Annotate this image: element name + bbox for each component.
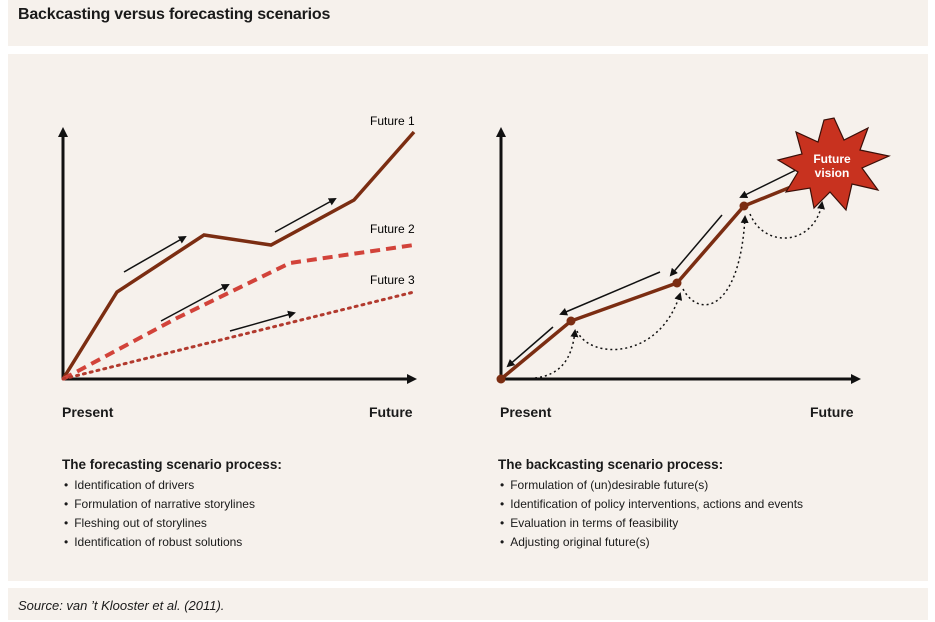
forecasting-process-title: The forecasting scenario process: [62,457,282,472]
backcasting-step: Formulation of (un)desirable future(s) [498,476,803,495]
future-2-line [62,243,415,381]
future-3-line [61,290,416,381]
forecasting-step: Formulation of narrative storylines [62,495,282,514]
forecast-future-label: Future [369,404,413,420]
feasibility-loop-2 [576,292,683,351]
backcasting-diagram: Future vision [496,117,891,384]
forecasting-step: Fleshing out of storylines [62,514,282,533]
forecast-trend-arrow-4 [229,310,296,332]
backcasting-step: Evaluation in terms of feasibility [498,514,803,533]
backcast-path-line [499,174,819,381]
backcast-present-label: Present [500,404,552,420]
source-band: Source: van ’t Klooster et al. (2011). [8,588,928,620]
backcast-arrow-2 [669,214,723,277]
forecasting-step: Identification of robust solutions [62,533,282,552]
forecasting-step: Identification of drivers [62,476,282,495]
backcast-arrow-1 [739,167,801,198]
future-vision-starburst [776,117,891,212]
backcasting-step: Identification of policy interventions, … [498,495,803,514]
backcast-node-2 [672,278,682,288]
backcast-future-label: Future [810,404,854,420]
source-citation: Source: van ’t Klooster et al. (2011). [18,598,225,613]
backcasting-step: Adjusting original future(s) [498,533,803,552]
future-vision-label-line2: vision [815,166,850,180]
page-title: Backcasting versus forecasting scenarios [18,6,331,23]
forecast-trend-arrow-3 [160,284,230,322]
future-vision-label-line1: Future [813,152,851,166]
backcasting-process-title: The backcasting scenario process: [498,457,724,472]
backcast-arrow-3 [559,271,661,316]
backcasting-process: The backcasting scenario process: Formul… [498,457,803,552]
backcast-arrow-4 [506,326,554,368]
backcast-node-3 [739,201,749,211]
feasibility-loop-1 [534,329,579,379]
forecast-present-label: Present [62,404,114,420]
title-band: Backcasting versus forecasting scenarios [8,0,928,46]
future-1-label: Future 1 [370,114,415,128]
forecast-trend-arrow-1 [123,236,187,273]
backcast-node-1 [566,316,576,326]
forecasting-steps-list: Identification of drivers Formulation of… [62,476,282,552]
forecasting-process: The forecasting scenario process: Identi… [62,457,282,552]
future-2-label: Future 2 [370,222,415,236]
forecast-trend-arrow-2 [274,198,337,233]
backcasting-steps-list: Formulation of (un)desirable future(s) I… [498,476,803,552]
backcast-node-present [496,374,506,384]
future-3-label: Future 3 [370,273,415,287]
feasibility-loop-3 [682,215,749,306]
future-1-line [61,130,416,380]
forecasting-diagram: Future 1 Future 2 Future 3 [58,114,417,384]
feasibility-loop-4 [749,201,825,239]
